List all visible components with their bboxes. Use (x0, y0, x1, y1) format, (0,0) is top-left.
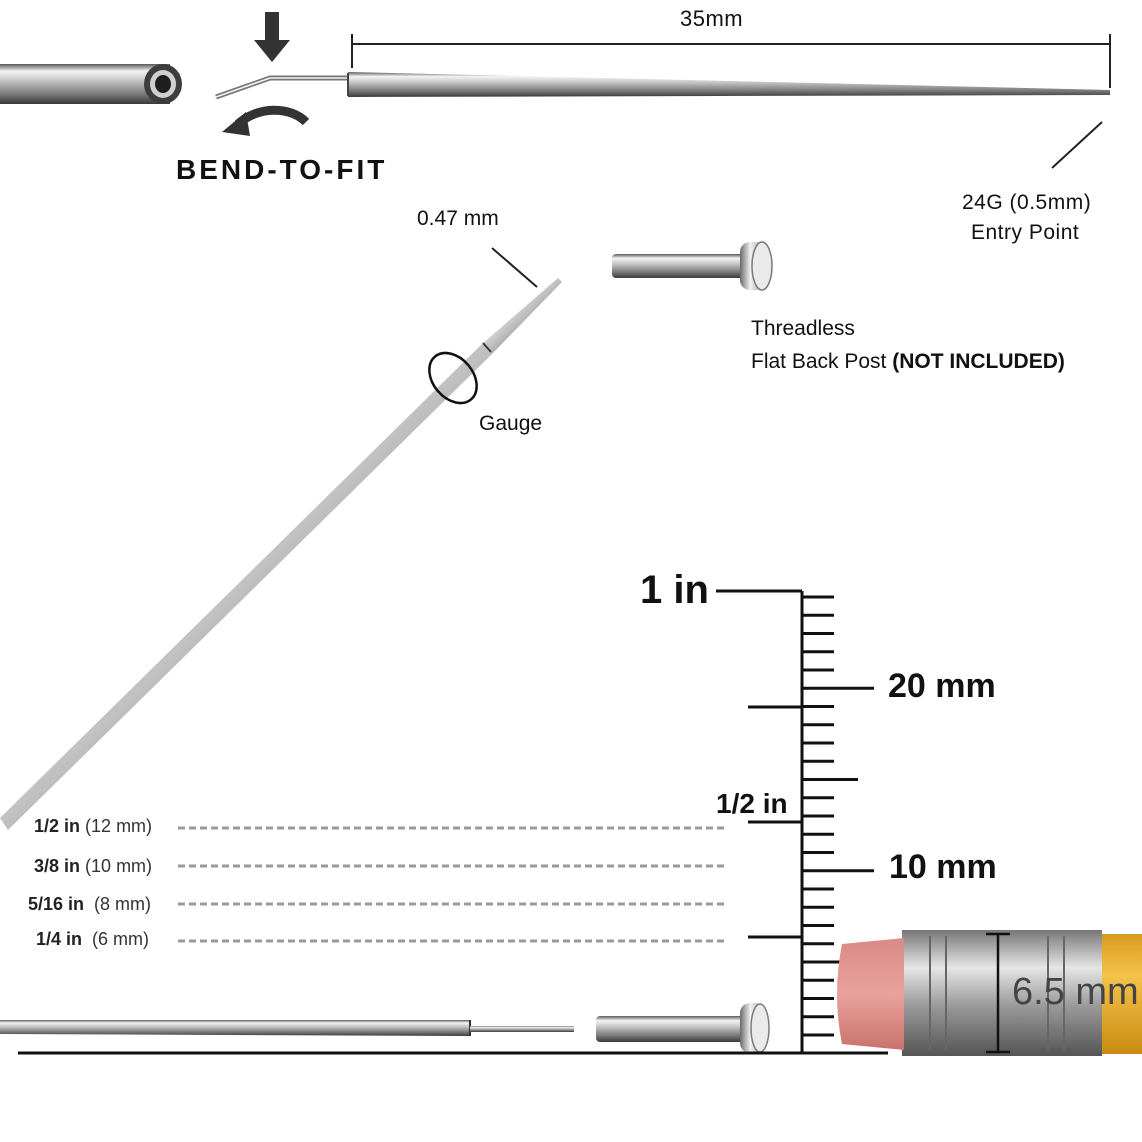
tip-diameter-leader (491, 247, 538, 288)
diagonal-taper-pin (0, 278, 562, 830)
length-inch: 1/4 in (36, 929, 83, 949)
length-inch: 5/16 in (28, 894, 85, 914)
ruler-20mm-label: 20 mm (888, 667, 996, 705)
pin-barrel-end (0, 64, 182, 104)
flat-back-post (612, 241, 773, 291)
length-mm: (6 mm) (92, 929, 150, 949)
length-row: 1/4 in (6 mm) (36, 930, 149, 948)
length-row: 1/2 in (12 mm) (34, 817, 152, 835)
ruler-1in-label: 1 in (640, 568, 709, 612)
ruler-scale (716, 589, 874, 1052)
press-down-arrow-icon (254, 12, 290, 62)
not-included-note: (NOT INCLUDED) (892, 350, 1065, 373)
gauge-label: Gauge (479, 412, 543, 435)
ruler-half-inch-label: 1/2 in (716, 788, 788, 819)
length-row: 3/8 in (10 mm) (34, 857, 152, 875)
post-description-label: Flat Back Post (NOT INCLUDED) (751, 351, 1065, 372)
eraser-width-label: 6.5 mm (1012, 971, 1139, 1013)
horizontal-taper-pin (0, 1020, 574, 1036)
length-row: 5/16 in (8 mm) (28, 895, 151, 913)
length-mm: (12 mm) (85, 816, 153, 836)
length-mm: (8 mm) (94, 894, 152, 914)
bend-curved-arrow-icon (222, 105, 310, 136)
gauge-ring-icon (428, 351, 478, 405)
flat-back-post-side (596, 1003, 770, 1053)
entry-point-leader (1051, 121, 1103, 169)
entry-point-label: Entry Point (971, 221, 1080, 244)
ruler-10mm-label: 10 mm (889, 848, 997, 886)
post-name: Flat Back Post (751, 350, 887, 373)
bend-to-fit-pin (215, 72, 1110, 100)
length-guide-lines (178, 826, 728, 943)
bend-to-fit-label: BEND-TO-FIT (176, 154, 388, 185)
eraser-dimension (986, 932, 1010, 1054)
length-mm: (10 mm) (85, 856, 153, 876)
pencil-eraser-reference (837, 930, 1142, 1056)
length-inch: 1/2 in (34, 816, 81, 836)
length-dimension-line (351, 34, 1111, 88)
post-type-label: Threadless (751, 317, 855, 340)
length-inch: 3/8 in (34, 856, 81, 876)
taper-length-label: 35mm (680, 6, 744, 31)
entry-gauge-label: 24G (0.5mm) (962, 191, 1092, 214)
tip-diameter-label: 0.47 mm (417, 207, 499, 230)
